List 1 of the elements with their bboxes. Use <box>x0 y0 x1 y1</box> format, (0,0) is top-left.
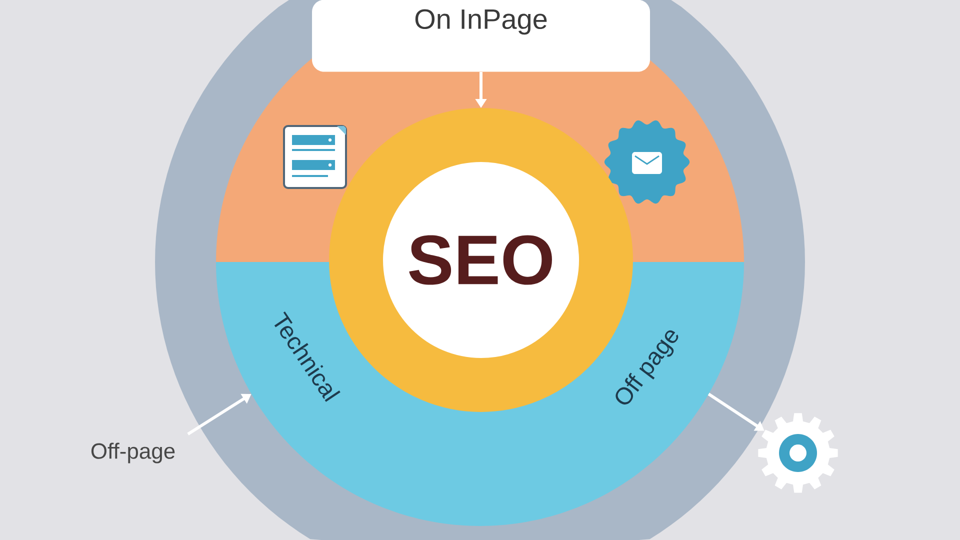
text-label: Off-page <box>91 442 175 464</box>
